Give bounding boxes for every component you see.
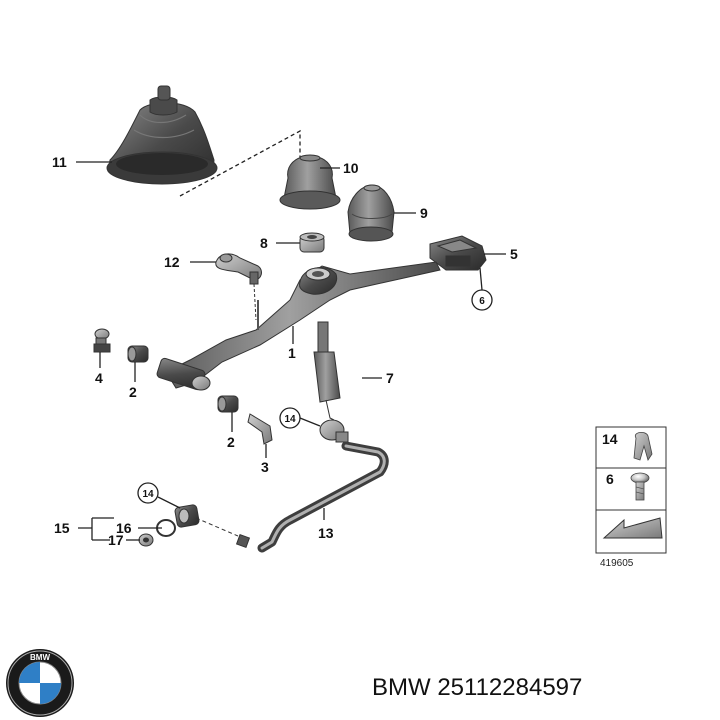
callout-label-2a: 2 xyxy=(129,384,137,400)
callout-label-8: 8 xyxy=(260,235,268,251)
part-8-bushing xyxy=(299,232,325,253)
callout-3: 3 xyxy=(261,444,269,475)
callout-circle-14-lower: 14 xyxy=(137,482,181,509)
part-1-selector-arm xyxy=(156,261,441,391)
legend-box: 14 6 xyxy=(595,426,667,554)
callout-label-14-upper: 14 xyxy=(284,414,296,425)
diagram-reference-number: 419605 xyxy=(600,558,634,569)
callout-label-16: 16 xyxy=(116,520,132,536)
callout-label-17: 17 xyxy=(108,532,124,548)
callout-13: 13 xyxy=(318,508,334,541)
callout-circle-6: 6 xyxy=(471,267,493,311)
screw-icon xyxy=(630,472,650,501)
part-2-bushing-b xyxy=(217,395,239,413)
part-12-linkage xyxy=(215,253,262,321)
arrow-icon xyxy=(602,517,663,539)
legend-label-6: 6 xyxy=(606,471,614,487)
callout-2a: 2 xyxy=(129,362,137,400)
callout-label-15: 15 xyxy=(54,520,70,536)
callout-16: 16 xyxy=(116,520,162,536)
legend-label-14: 14 xyxy=(602,431,618,447)
callout-label-4: 4 xyxy=(95,370,103,386)
callout-label-7: 7 xyxy=(386,370,394,386)
callout-label-1: 1 xyxy=(288,345,296,361)
callout-label-5: 5 xyxy=(510,246,518,262)
callout-label-3: 3 xyxy=(261,459,269,475)
part-11-shift-boot xyxy=(106,85,218,185)
part-3-clip xyxy=(247,413,273,445)
callout-label-6: 6 xyxy=(479,296,485,307)
part-9-rubber-boot xyxy=(347,184,395,242)
part-number-caption: BMW 25112284597 xyxy=(372,674,582,701)
callout-label-9: 9 xyxy=(420,205,428,221)
bmw-logo: BMW xyxy=(6,649,74,717)
callout-label-13: 13 xyxy=(318,525,334,541)
callout-label-2b: 2 xyxy=(227,434,235,450)
callout-17: 17 xyxy=(108,532,140,548)
callout-12: 12 xyxy=(164,254,216,270)
part-10-lever-seal xyxy=(279,154,341,210)
callout-label-11: 11 xyxy=(52,154,67,170)
callout-10: 10 xyxy=(320,160,359,176)
part-16-bush xyxy=(174,504,239,537)
callout-label-12: 12 xyxy=(164,254,180,270)
part-7-selector-rod xyxy=(313,321,349,443)
callout-circle-14-upper: 14 xyxy=(279,407,321,429)
callout-1: 1 xyxy=(288,326,296,361)
callout-2b: 2 xyxy=(227,412,235,450)
clip-icon xyxy=(633,432,653,461)
callout-7: 7 xyxy=(362,370,394,386)
callout-9: 9 xyxy=(394,205,428,221)
callout-15-bracket: 15 xyxy=(54,517,114,541)
part-4-bolt xyxy=(93,328,111,353)
callout-11: 11 xyxy=(52,154,112,170)
callout-4: 4 xyxy=(95,352,103,386)
part-5-rear-mount xyxy=(429,235,487,271)
callout-label-14-lower: 14 xyxy=(142,489,154,500)
dashed-relation-11-10 xyxy=(179,129,301,197)
callout-5: 5 xyxy=(484,246,518,262)
callout-label-10: 10 xyxy=(343,160,359,176)
callout-8: 8 xyxy=(260,235,300,251)
part-13-long-rod xyxy=(235,441,389,553)
bmw-logo-letters: BMW xyxy=(30,653,50,662)
part-2-bushing-a xyxy=(127,345,149,363)
part-17-ring xyxy=(138,519,176,547)
